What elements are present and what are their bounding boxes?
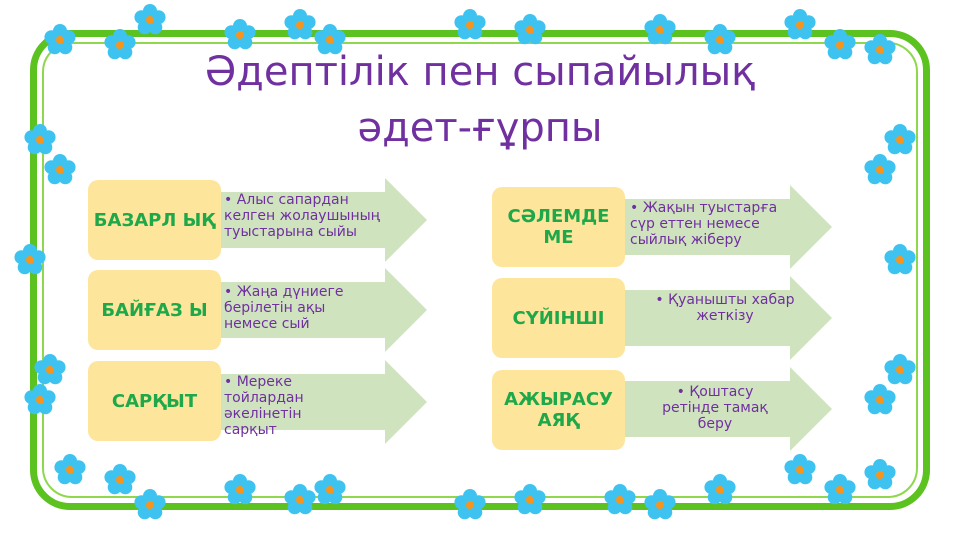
flower-icon [314, 24, 346, 60]
flower-icon [864, 459, 896, 495]
flower-icon [54, 454, 86, 490]
flower-icon [514, 484, 546, 520]
flower-icon [454, 489, 486, 525]
arrow-shape [220, 268, 427, 352]
title-line-2: әдет-ғұрпы [357, 105, 603, 151]
term-description: • Алыс сапардан келген жолаушының туыста… [224, 192, 380, 240]
flower-icon [284, 484, 316, 520]
arrow-shape [625, 276, 832, 360]
flower-icon [24, 384, 56, 420]
flower-icon [824, 29, 856, 65]
flower-icon [104, 29, 136, 65]
term-box: БАЙҒАЗ Ы [88, 270, 221, 350]
term-box: САРҚЫТ [88, 361, 221, 441]
flower-icon [14, 244, 46, 280]
term-box: СҮЙІНШІ [492, 278, 625, 358]
term-description: • Жаңа дүниеге берілетін ақы немесе сый [224, 284, 344, 332]
flower-icon [784, 454, 816, 490]
flower-icon [884, 124, 916, 160]
flower-icon [864, 154, 896, 190]
arrow-shape [220, 360, 427, 444]
term-description: • Қуанышты хабар жеткізу [655, 292, 795, 324]
term-box: АЖЫРАСУ АЯҚ [492, 370, 625, 450]
term-box: БАЗАРЛ ЫҚ [88, 180, 221, 260]
flower-icon [824, 474, 856, 510]
flower-icon [864, 34, 896, 70]
flower-icon [704, 474, 736, 510]
flower-icon [884, 354, 916, 390]
flower-icon [784, 9, 816, 45]
flower-icon [314, 474, 346, 510]
flower-icon [864, 384, 896, 420]
flower-icon [44, 24, 76, 60]
flower-icon [884, 244, 916, 280]
flower-icon [514, 14, 546, 50]
flower-icon [644, 14, 676, 50]
arrow-shape [220, 178, 427, 262]
flower-icon [224, 19, 256, 55]
term-description: • Мереке тойлардан әкелінетін сарқыт [224, 374, 304, 438]
arrow-shape [625, 185, 832, 269]
flower-icon [454, 9, 486, 45]
term-description: • Жақын туыстарға сүр еттен немесе сыйлы… [630, 200, 778, 248]
title-line-1: Әдептілік пен сыпайылық [204, 49, 756, 95]
flower-icon [104, 464, 136, 500]
flower-icon [44, 154, 76, 190]
flower-icon [224, 474, 256, 510]
term-box: СӘЛЕМДЕ МЕ [492, 187, 625, 267]
flower-icon [644, 489, 676, 525]
term-description: • Қоштасу ретінде тамақ беру [662, 384, 768, 432]
flower-icon [24, 124, 56, 160]
flower-icon [704, 24, 736, 60]
flower-icon [34, 354, 66, 390]
flower-icon [604, 484, 636, 520]
flower-icon [284, 9, 316, 45]
flower-icon [134, 489, 166, 525]
arrow-shape [625, 367, 832, 451]
flower-icon [134, 4, 166, 40]
